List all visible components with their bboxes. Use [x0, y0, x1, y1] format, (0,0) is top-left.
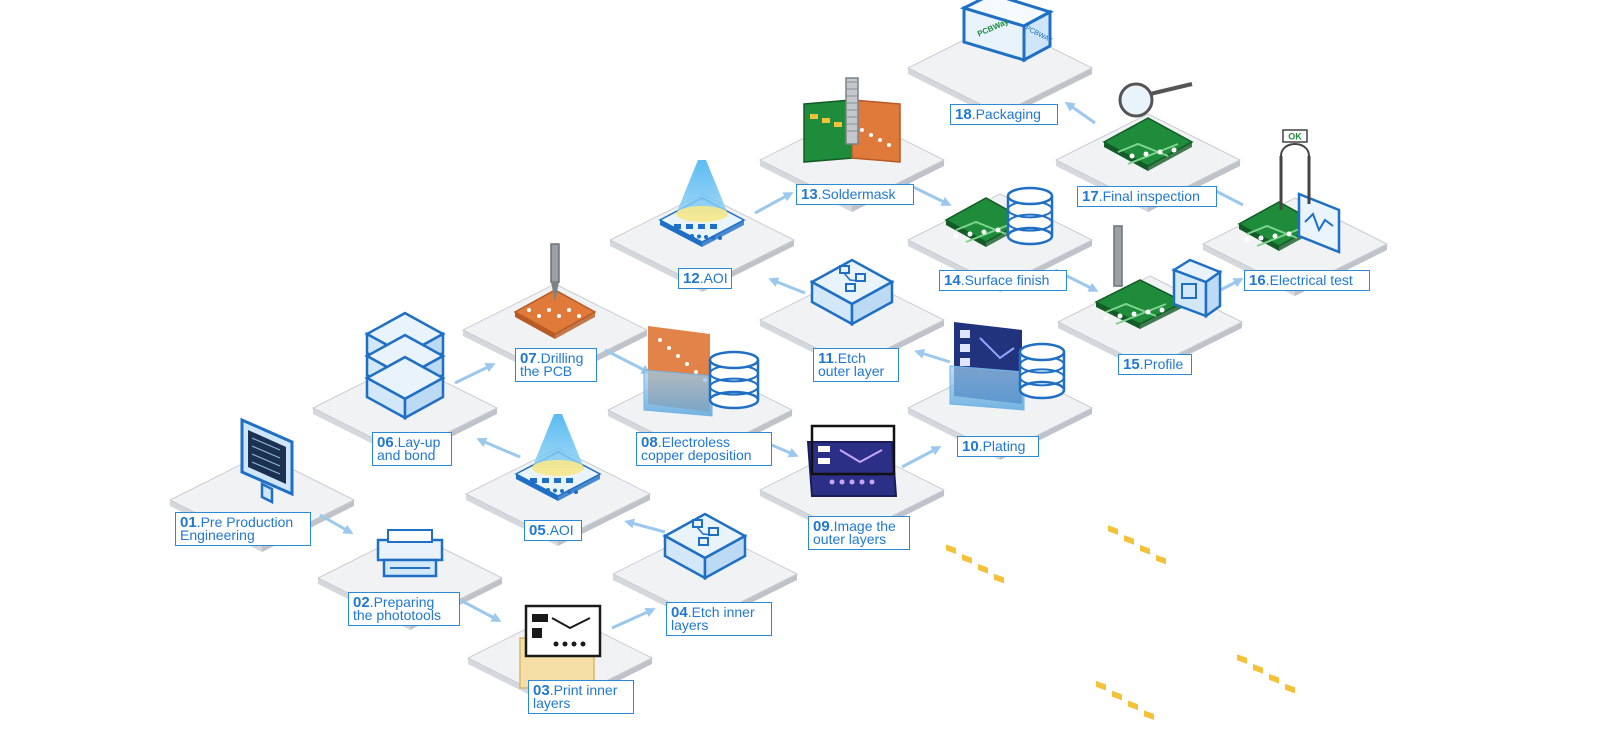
flow-arrow	[604, 348, 652, 374]
step-title: .Pre Production	[196, 514, 294, 530]
step-label-13: 13.Soldermask	[796, 184, 914, 205]
step-label-12: 12.AOI	[678, 268, 732, 289]
step-label-17: 17.Final inspection	[1077, 186, 1217, 207]
flow-arrow	[754, 192, 794, 215]
step-title: .AOI	[699, 270, 728, 286]
flow-arrow	[624, 518, 666, 534]
surface-finish-icon	[944, 186, 1054, 584]
copper-tank-icon	[643, 326, 760, 417]
flow-arrow	[914, 349, 951, 364]
step-number: 11	[818, 350, 834, 367]
step-number: 08	[641, 434, 658, 451]
step-title-line2: Engineering	[180, 527, 255, 543]
monitor-icon	[240, 417, 294, 505]
step-number: 10	[962, 438, 979, 455]
step-title: .Plating	[978, 438, 1026, 454]
step-title-line2: the PCB	[520, 363, 573, 379]
step-number: 13	[801, 186, 818, 203]
aoi-scan-icon	[514, 414, 602, 501]
step-title-line2: the phototools	[353, 607, 441, 623]
step-number: 02	[353, 594, 370, 611]
step-title: .Final inspection	[1098, 188, 1200, 204]
flow-arrow	[768, 277, 806, 295]
step-number: 12	[683, 270, 700, 287]
step-title: .Print inner	[549, 682, 618, 698]
step-number: 18	[955, 106, 972, 123]
flow-arrow	[611, 607, 656, 630]
step-title: .Surface finish	[960, 272, 1050, 288]
soldermask-icon	[803, 77, 901, 163]
step-label-15: 15.Profile	[1118, 354, 1192, 375]
step-title: .Profile	[1139, 356, 1184, 372]
printer-icon	[376, 529, 444, 578]
step-label-10: 10.Plating	[957, 436, 1039, 457]
step-label-05: 05.AOI	[524, 520, 582, 541]
step-title: .Electroless	[657, 434, 731, 450]
flow-arrow	[319, 513, 354, 534]
drill-board-icon	[513, 243, 597, 339]
step-number: 03	[533, 682, 550, 699]
magnifier-icon	[1102, 82, 1194, 565]
step-number: 15	[1123, 356, 1140, 373]
outer-image-icon	[806, 424, 898, 497]
step-number: 09	[813, 518, 830, 535]
step-number: 04	[671, 604, 688, 621]
etch-block-icon	[662, 512, 748, 581]
step-title-line2: outer layers	[813, 531, 887, 547]
step-title: .Etch inner	[687, 604, 755, 620]
step-number: 05	[529, 522, 546, 539]
step-title-line2: outer layer	[818, 363, 885, 379]
step-number: 07	[520, 350, 537, 367]
step-number: 17	[1082, 188, 1099, 205]
step-label-16: 16.Electrical test	[1244, 270, 1370, 291]
step-number: 16	[1249, 272, 1266, 289]
flow-arrow	[901, 446, 942, 469]
step-title: .Lay-up	[393, 434, 441, 450]
step-title: .Packaging	[971, 106, 1041, 122]
step-title: .Image the	[829, 518, 896, 534]
flow-arrow	[459, 598, 502, 622]
step-label-14: 14.Surface finish	[939, 270, 1067, 291]
step-label-18: 18.Packaging	[950, 104, 1058, 125]
electrical-test-icon: OK	[1237, 129, 1341, 694]
step-number: 06	[377, 434, 394, 451]
etch-block-icon	[809, 258, 895, 327]
step-title: .Electrical test	[1265, 272, 1353, 288]
step-title-line2: layers	[533, 695, 571, 711]
step-title: .Drilling	[536, 350, 584, 366]
step-number: 01	[180, 514, 197, 531]
step-title: .Preparing	[369, 594, 435, 610]
plating-tank-icon	[949, 322, 1066, 411]
flow-arrow	[476, 437, 521, 459]
step-title-line2: layers	[671, 617, 709, 633]
flow-arrow	[1064, 101, 1096, 125]
layer-stack-icon	[364, 311, 446, 421]
profile-router-icon	[1094, 225, 1223, 721]
flow-arrow	[454, 363, 496, 385]
step-title: .Etch	[833, 350, 866, 366]
film-layers-icon	[519, 604, 602, 689]
step-title: .Soldermask	[817, 186, 896, 202]
step-title-line2: copper deposition	[641, 447, 752, 463]
step-number: 14	[944, 272, 961, 289]
aoi-scan-icon	[658, 160, 746, 247]
step-title: .AOI	[545, 522, 574, 538]
ok-badge-text: OK	[1288, 132, 1302, 142]
step-title-line2: and bond	[377, 447, 436, 463]
